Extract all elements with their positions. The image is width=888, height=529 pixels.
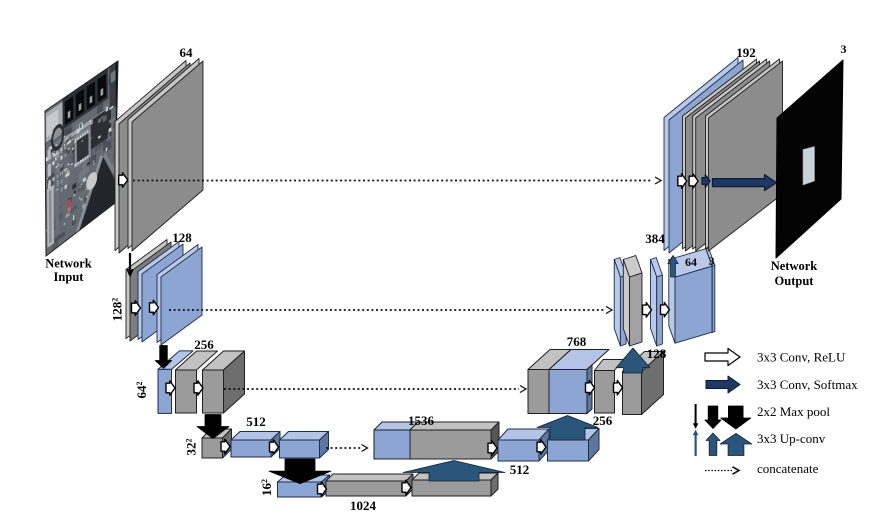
svg-text:162: 162	[259, 479, 274, 496]
svg-text:1282: 1282	[110, 298, 125, 322]
svg-text:322: 322	[184, 439, 199, 456]
svg-text:642: 642	[134, 382, 149, 399]
svg-text:3x3 Up-conv: 3x3 Up-conv	[757, 431, 826, 446]
svg-text:concatenate: concatenate	[757, 461, 819, 476]
svg-text:64: 64	[180, 45, 194, 60]
svg-text:1536: 1536	[408, 413, 435, 428]
svg-text:128: 128	[172, 230, 192, 245]
svg-text:768: 768	[567, 334, 587, 349]
svg-text:Output: Output	[775, 274, 815, 288]
svg-text:64: 64	[685, 255, 697, 269]
svg-text:2x2 Max pool: 2x2 Max pool	[757, 404, 830, 419]
svg-text:Network: Network	[45, 257, 92, 271]
svg-text:3x3 Conv, Softmax: 3x3 Conv, Softmax	[757, 377, 858, 392]
svg-text:Input: Input	[54, 270, 85, 284]
svg-text:256: 256	[194, 337, 214, 352]
svg-text:512: 512	[510, 462, 530, 477]
svg-text:384: 384	[645, 231, 665, 246]
svg-text:256: 256	[593, 413, 613, 428]
svg-text:128: 128	[647, 346, 667, 361]
svg-text:Network: Network	[771, 259, 818, 273]
svg-text:3: 3	[841, 42, 847, 56]
svg-text:192: 192	[736, 45, 756, 60]
svg-text:1024: 1024	[350, 498, 377, 513]
svg-text:3: 3	[709, 254, 715, 268]
svg-text:512: 512	[246, 414, 266, 429]
svg-text:3x3 Conv, ReLU: 3x3 Conv, ReLU	[757, 350, 846, 365]
